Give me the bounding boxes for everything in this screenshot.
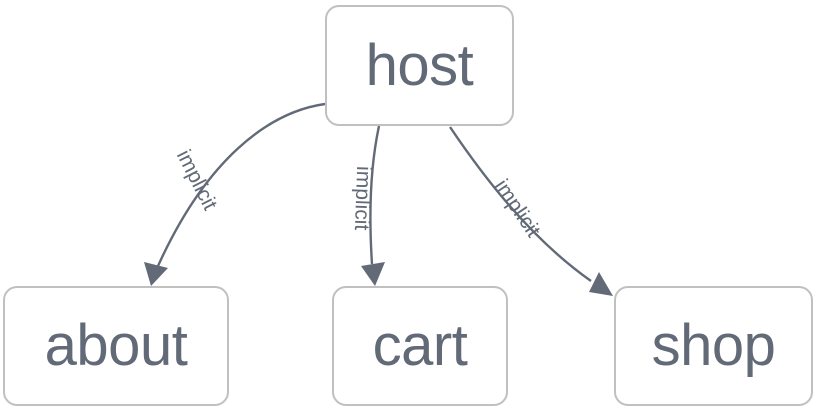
node-cart-label: cart xyxy=(372,313,468,378)
node-cart[interactable]: cart xyxy=(332,286,508,406)
node-host-label: host xyxy=(365,32,474,98)
edge-host-shop-arrowhead xyxy=(589,272,613,296)
edge-host-cart-path xyxy=(369,125,381,265)
edge-host-cart-arrowhead xyxy=(361,262,385,286)
edge-host-shop-label: implicit xyxy=(490,175,545,241)
edge-host-about-label: implicit xyxy=(172,146,222,214)
node-about[interactable]: about xyxy=(3,286,229,406)
edge-host-shop-path xyxy=(449,126,592,282)
edge-host-about-arrowhead xyxy=(144,262,168,286)
node-host[interactable]: host xyxy=(325,5,514,126)
edge-host-shop[interactable]: implicit xyxy=(449,126,613,296)
edge-host-cart-label: implicit xyxy=(350,166,375,231)
edge-host-about[interactable]: implicit xyxy=(144,102,326,286)
node-about-label: about xyxy=(44,313,188,378)
node-shop[interactable]: shop xyxy=(614,286,813,406)
edge-host-about-path xyxy=(156,102,326,267)
node-shop-label: shop xyxy=(651,313,776,378)
edge-host-cart[interactable]: implicit xyxy=(350,125,385,286)
